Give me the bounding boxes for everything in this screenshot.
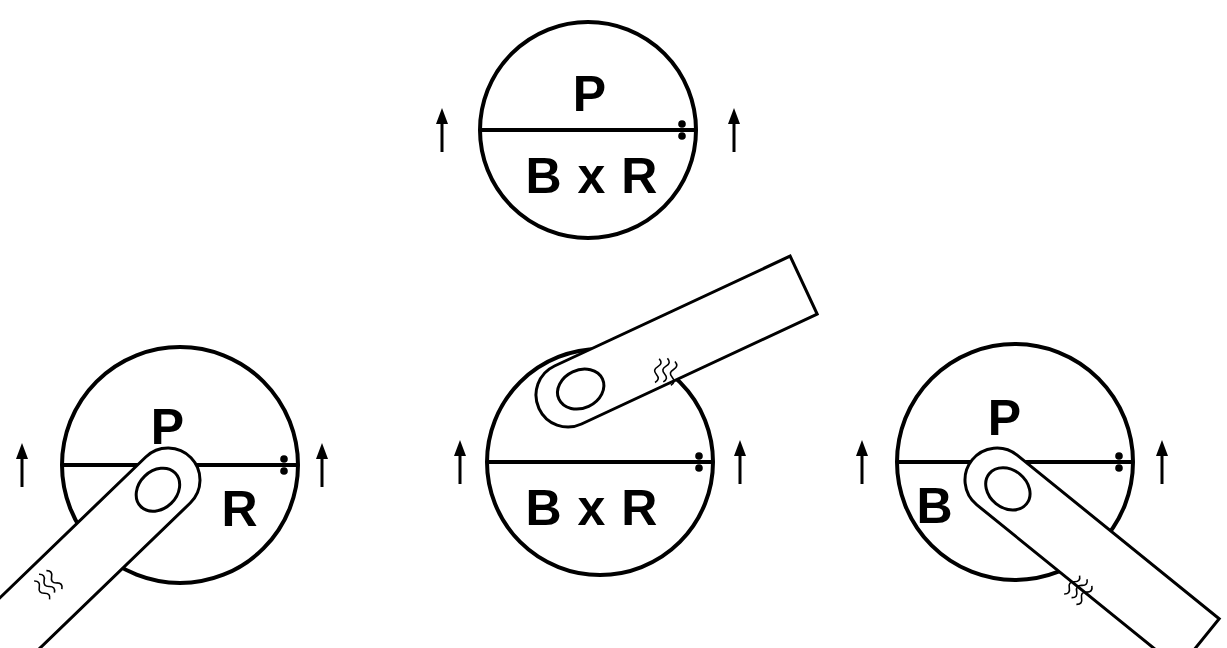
index-dot	[678, 120, 686, 128]
index-dot	[280, 455, 288, 463]
circle-disc: P B x R	[478, 20, 698, 240]
up-arrow	[16, 108, 1168, 487]
finger	[952, 435, 1219, 648]
text-slot: P	[988, 393, 1022, 443]
text-slot: B x R	[526, 151, 659, 201]
channel-letter: R	[221, 481, 258, 537]
index-dot	[695, 464, 703, 472]
text-slot: P	[573, 69, 607, 119]
index-dot	[1115, 464, 1123, 472]
divider-line	[480, 128, 696, 132]
index-dot	[678, 132, 686, 140]
channel-letter: P	[988, 390, 1022, 446]
text-slot: B	[916, 481, 953, 531]
divider-line	[487, 460, 713, 464]
index-dot	[695, 452, 703, 460]
finger	[0, 435, 213, 648]
channel-letter: B x R	[526, 480, 659, 536]
circle-outline	[478, 20, 698, 240]
text-slot: B x R	[526, 483, 659, 533]
finger	[525, 256, 817, 437]
channel-letter: B	[916, 478, 953, 534]
tremor-marks	[31, 356, 1095, 606]
index-dot	[280, 467, 288, 475]
index-dot	[1115, 452, 1123, 460]
text-slot: P	[151, 402, 185, 452]
channel-letter: P	[573, 66, 607, 122]
text-slot: R	[221, 484, 258, 534]
channel-letter: B x R	[526, 148, 659, 204]
